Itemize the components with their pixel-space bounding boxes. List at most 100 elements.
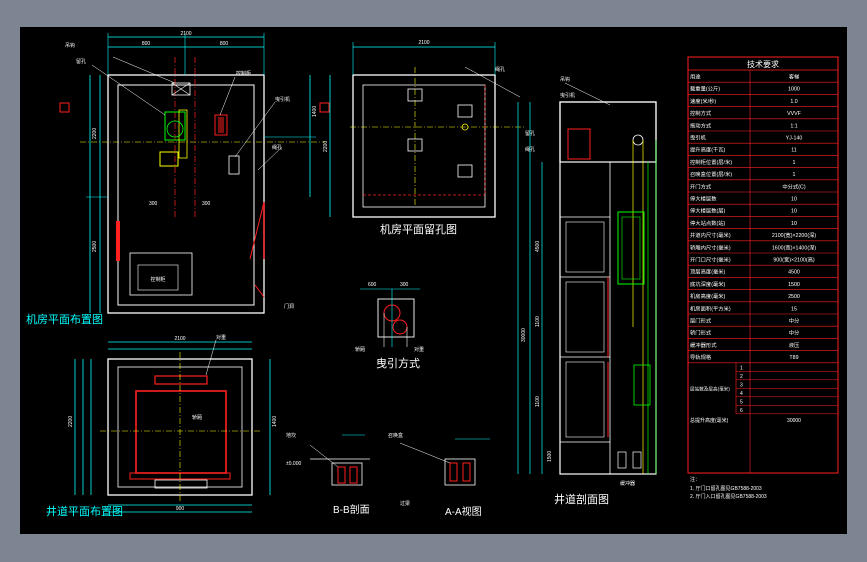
- dim-text: 1400: [272, 416, 278, 427]
- table-cell-value: 1.0: [790, 99, 797, 105]
- traction-box: [377, 298, 415, 338]
- table-floor-label: 3: [740, 382, 743, 388]
- table-cell-label: 载重量(公斤): [690, 85, 720, 93]
- table-cell-label: 顶层高度(毫米): [690, 268, 726, 276]
- dim-text: 1100: [535, 396, 541, 407]
- floor-door: [565, 221, 605, 273]
- hook-box: [228, 155, 240, 175]
- aa-red: [462, 462, 471, 482]
- table-cell-value: 4500: [788, 270, 800, 276]
- table-cell-label: 轿厢内尺寸(毫米): [690, 243, 731, 251]
- table-cell-label: 开门口尺寸(毫米): [690, 256, 731, 264]
- table-cell-label: 层门形式: [690, 317, 712, 325]
- sheave-section: [632, 134, 644, 146]
- dim-text: 4500: [535, 241, 541, 252]
- table-cell-value: T89: [789, 355, 798, 361]
- sheave: [166, 120, 184, 138]
- dim-text: 2100: [174, 336, 185, 342]
- table-cell-label: 停大楼层数: [690, 195, 717, 203]
- floor-door: [565, 281, 605, 353]
- buffer: [617, 451, 627, 469]
- dim-text: 2100: [180, 31, 191, 37]
- control-cabinet: [214, 114, 228, 136]
- label: 对重: [216, 334, 226, 341]
- aa-outline: [444, 458, 476, 486]
- car-section: [617, 211, 645, 285]
- label: 留孔: [76, 58, 86, 65]
- leader: [564, 82, 611, 106]
- machine-room-layout-view: 2100 800 800 2200 2500 1400: [26, 31, 330, 326]
- table-cell-label: 召唤盒位置(层/米): [690, 170, 732, 178]
- dim-text: 1100: [535, 316, 541, 327]
- section-marker: [319, 102, 330, 113]
- table-floor-label: 1: [740, 365, 743, 371]
- label: 对重: [414, 346, 424, 353]
- hoistway-layout-view: 2100 900 2200 1400 对重 轿厢 井道平面布置图: [46, 334, 278, 518]
- label: 召唤盒: [388, 432, 403, 439]
- table-title: 技术要求: [747, 59, 779, 69]
- table-floor-label: 5: [740, 399, 743, 405]
- dim-text: 1500: [547, 451, 553, 462]
- buffer: [632, 451, 642, 469]
- rope-hole: [171, 82, 191, 96]
- elevator-drawing: 2100 800 800 2200 2500 1400: [26, 31, 839, 518]
- hole-2: [407, 138, 423, 152]
- label: 轿厢: [192, 414, 202, 421]
- aa-red: [449, 462, 458, 482]
- view-title: A-A视图: [445, 505, 482, 518]
- table-cell-value: 1500: [788, 282, 800, 288]
- drawing-canvas[interactable]: 2100 800 800 2200 2500 1400: [20, 27, 847, 534]
- table-cell-value: 900(宽)×2100(高): [773, 256, 815, 264]
- table-cell-label: 停大站点数(站): [690, 219, 726, 227]
- table-group-label: 层站数及层高(毫米): [690, 385, 730, 392]
- machine-room-wall: [107, 74, 265, 314]
- view-title: 机房平面布置图: [26, 312, 103, 326]
- label: 门洞: [284, 303, 294, 310]
- leader: [205, 339, 217, 376]
- table-cell-value: 客梯: [789, 73, 800, 81]
- table-last-value: 30000: [787, 418, 801, 424]
- table-cell-label: 开门方式: [690, 182, 712, 190]
- dim-text: 2100: [418, 40, 429, 46]
- leader: [91, 64, 166, 116]
- label: 留孔: [525, 130, 535, 137]
- floor-door: [565, 361, 605, 438]
- door-mark: [254, 284, 265, 298]
- section-marker: [59, 102, 70, 113]
- table-cell-label: 用途: [690, 73, 701, 81]
- hole-1: [407, 88, 423, 102]
- table-cell-value: 10: [791, 221, 797, 227]
- machine-base: [178, 109, 188, 159]
- view-title: B-B剖面: [333, 503, 370, 516]
- leader: [257, 146, 283, 171]
- table-cell-value: 10: [791, 209, 797, 215]
- view-title: 机房平面留孔图: [380, 222, 457, 236]
- dim-text: 800: [220, 41, 229, 47]
- table-cell-value: YJ-140: [786, 136, 803, 142]
- dim-text: 2500: [92, 241, 98, 252]
- table-cell-value: 1: [793, 160, 796, 166]
- table-cell-label: 轿门形式: [690, 329, 712, 337]
- diverter-sheave: [392, 319, 408, 335]
- dim-text: 2200: [68, 416, 74, 427]
- traction-method-view: 600 300 轿厢 对重 曳引方式: [355, 282, 424, 370]
- leader: [309, 444, 339, 468]
- label: 曳引机: [275, 96, 290, 103]
- car-outline: [135, 390, 227, 474]
- machine-room-inner-box: [137, 264, 179, 291]
- label: 吊钩: [560, 76, 570, 83]
- machine-motor: [159, 151, 179, 167]
- table-cell-value: 中分式(C): [782, 182, 805, 190]
- label: 绳孔: [495, 66, 505, 73]
- dim-text: 600: [368, 282, 377, 288]
- wall-opening: [116, 221, 120, 261]
- machine-room-inner-wall: [117, 84, 255, 306]
- hoistway-section-view: 30000 4500 1100 1100 1500 吊钩 曳引机 留孔 绳孔 缓…: [517, 76, 657, 506]
- table-cell-label: 机房高度(毫米): [690, 292, 726, 300]
- table-cell-label: 控制柜位置(层/米): [690, 158, 732, 166]
- table-cell-value: 11: [791, 148, 797, 154]
- table-cell-value: VVVF: [787, 111, 802, 117]
- hole-3: [457, 104, 473, 118]
